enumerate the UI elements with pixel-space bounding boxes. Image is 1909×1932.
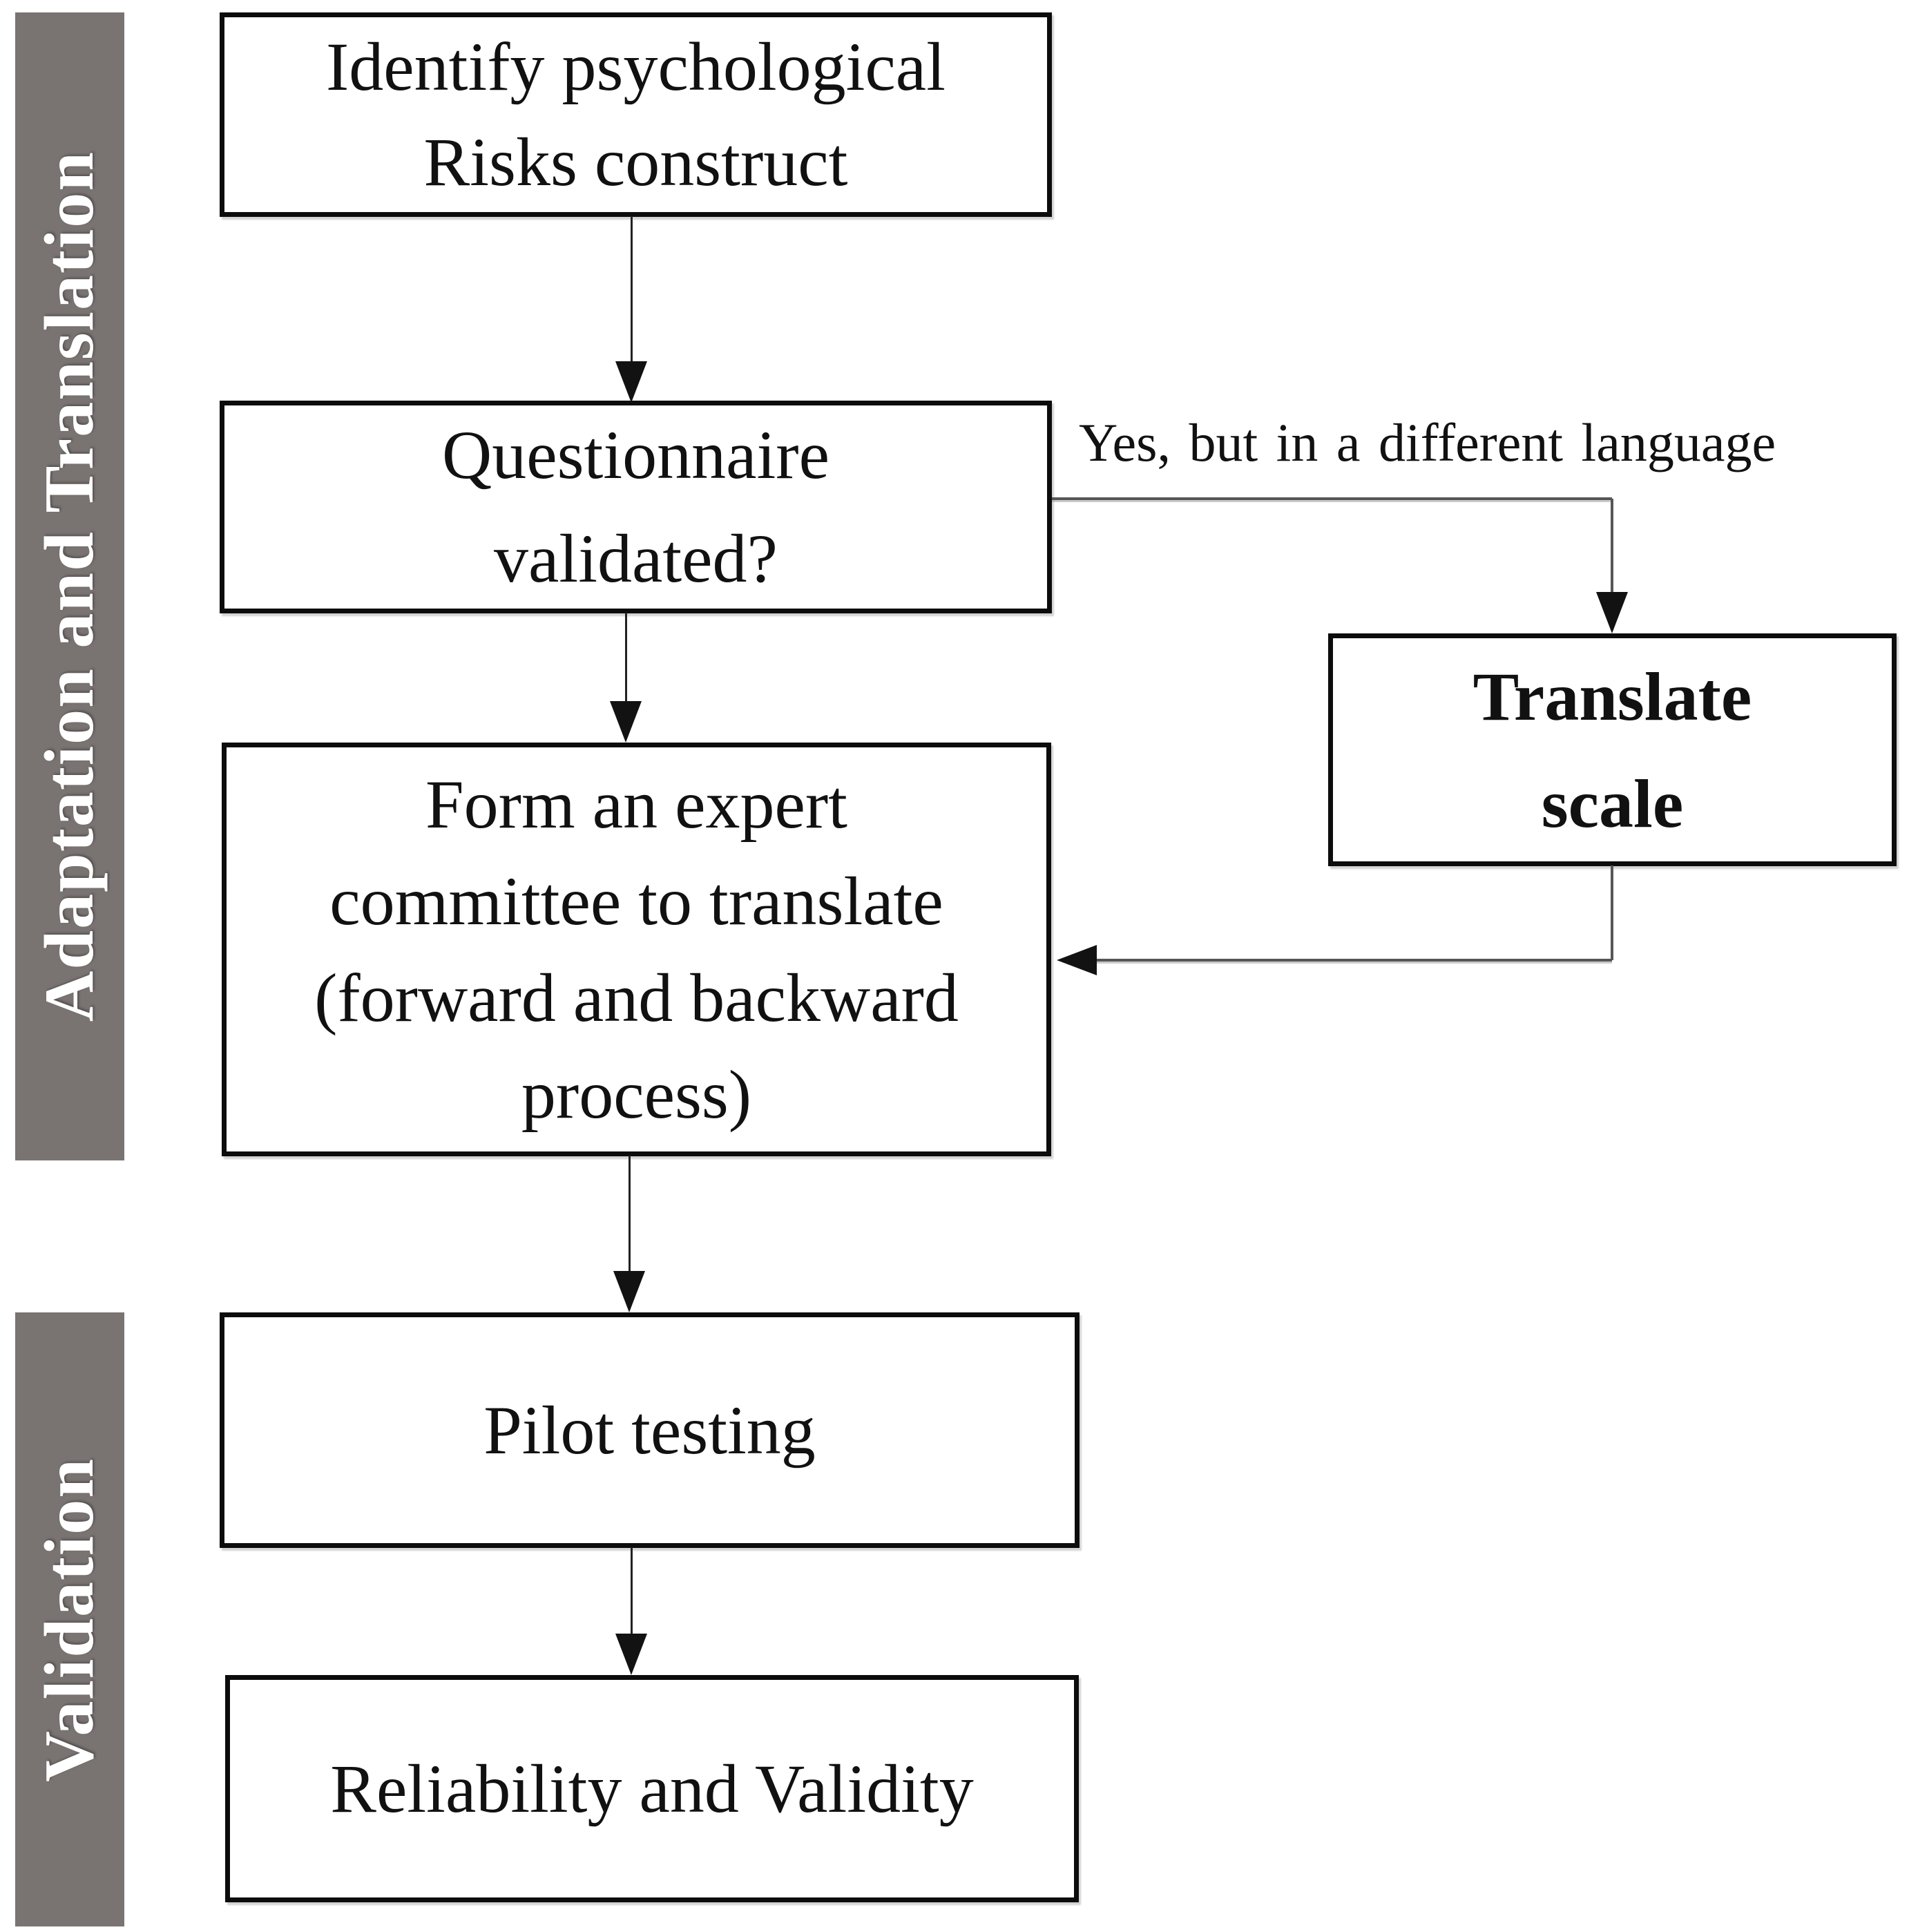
arrowhead-down-icon — [615, 361, 647, 403]
text-line: Identify psychological — [326, 28, 946, 105]
text-line: Risks construct — [423, 124, 848, 200]
text-line: scale — [1541, 765, 1684, 842]
node-text: Questionnaire validated? — [442, 403, 829, 611]
node-text: Pilot testing — [483, 1389, 816, 1472]
arrowhead-down-icon — [610, 701, 642, 743]
phase-bar-label: Adaptation and Translation — [30, 151, 108, 1022]
text-line: committee to translate — [329, 862, 943, 939]
connector-translate-to-expert-vertical — [1611, 865, 1613, 960]
text-line: process) — [521, 1055, 752, 1133]
phase-bar-validation: Validation — [15, 1312, 124, 1926]
node-text: Reliability and Validity — [330, 1748, 973, 1830]
phase-bar-adaptation-and-translation: Adaptation and Translation — [15, 12, 124, 1160]
text-line: Form an expert — [425, 765, 847, 843]
text-line: validated? — [494, 520, 778, 597]
connector-questionnaire-to-expert — [625, 613, 627, 702]
arrowhead-down-icon — [615, 1634, 647, 1675]
connector-pilot-to-reliability — [631, 1547, 633, 1635]
node-text: Identify psychological Risks construct — [326, 19, 946, 210]
phase-bar-label: Validation — [30, 1457, 108, 1782]
arrowhead-down-icon — [1596, 592, 1628, 633]
node-pilot-testing: Pilot testing — [220, 1312, 1080, 1548]
text-line: Reliability and Validity — [330, 1750, 974, 1827]
connector-translate-to-expert-horizontal — [1097, 959, 1612, 962]
connector-questionnaire-to-translate-vertical — [1611, 499, 1613, 593]
text-line: Pilot testing — [483, 1391, 816, 1469]
node-translate-scale: Translate scale — [1328, 633, 1897, 866]
node-form-expert-committee: Form an expert committee to translate (f… — [222, 743, 1051, 1156]
text-line: Translate — [1472, 658, 1752, 735]
node-text: Translate scale — [1473, 643, 1752, 857]
node-reliability-and-validity: Reliability and Validity — [225, 1675, 1079, 1902]
edge-label-yes-different-language: Yes, but in a different language — [1079, 412, 1776, 472]
connector-identify-to-questionnaire — [631, 216, 633, 363]
arrowhead-down-icon — [613, 1271, 645, 1312]
connector-questionnaire-to-translate-horizontal — [1052, 497, 1612, 500]
node-text: Form an expert committee to translate (f… — [314, 756, 959, 1143]
text-line: Questionnaire — [442, 417, 829, 493]
connector-expert-to-pilot — [629, 1156, 631, 1272]
node-questionnaire-validated: Questionnaire validated? — [220, 401, 1052, 613]
text-line: (forward and backward — [314, 959, 959, 1036]
node-identify-psychological-risks-construct: Identify psychological Risks construct — [220, 12, 1052, 217]
arrowhead-left-icon — [1057, 945, 1097, 975]
